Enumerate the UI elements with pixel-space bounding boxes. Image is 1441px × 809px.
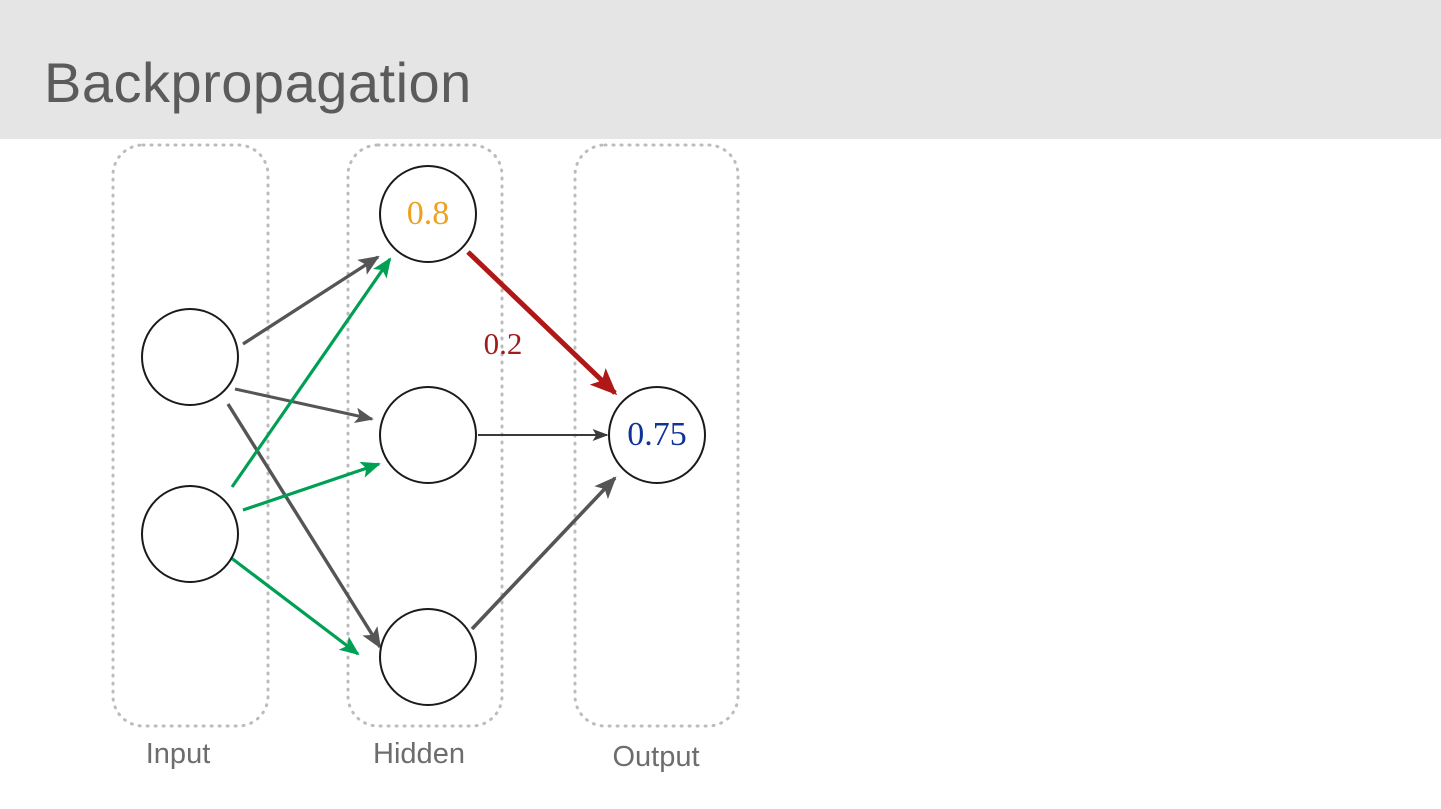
input-layer-nodes [141, 308, 239, 583]
hidden-layer-nodes: 0.8 [379, 165, 477, 706]
layer-box-input [111, 143, 270, 728]
node-output-1-value: 0.75 [627, 416, 687, 453]
node-hidden-3[interactable] [379, 608, 477, 706]
layer-labels: Input Hidden Output [146, 738, 700, 773]
edge-label-error: 0.2 [484, 326, 523, 361]
backward-edges [229, 257, 392, 656]
edge-error-hidden1-output1 [466, 250, 618, 396]
edge-backward-input2-hidden3 [229, 555, 360, 656]
edge-input1-hidden1 [242, 255, 380, 346]
node-input-1[interactable] [141, 308, 239, 406]
layer-label-output: Output [612, 741, 699, 773]
slide-header-band [0, 0, 1441, 139]
edge-hidden3-output1 [470, 476, 617, 631]
layer-label-input: Input [146, 738, 211, 770]
edge-backward-input2-hidden2 [242, 461, 381, 512]
layer-label-hidden: Hidden [373, 738, 465, 770]
node-hidden-1-value: 0.8 [407, 195, 450, 232]
error-edges: 0.2 [466, 250, 618, 396]
edge-input1-hidden2 [234, 387, 374, 424]
node-hidden-2[interactable] [379, 386, 477, 484]
node-output-1[interactable] [608, 386, 706, 484]
neural-network-diagram: 0.2 0.8 0.75 Input Hidden [0, 139, 1441, 809]
edge-input1-hidden3 [226, 403, 382, 649]
edge-backward-input2-hidden1 [230, 257, 392, 488]
page-title: Backpropagation [44, 51, 472, 114]
output-layer-nodes: 0.75 [608, 386, 706, 484]
forward-edges [226, 255, 617, 649]
node-hidden-1[interactable] [379, 165, 477, 263]
node-input-2[interactable] [141, 485, 239, 583]
